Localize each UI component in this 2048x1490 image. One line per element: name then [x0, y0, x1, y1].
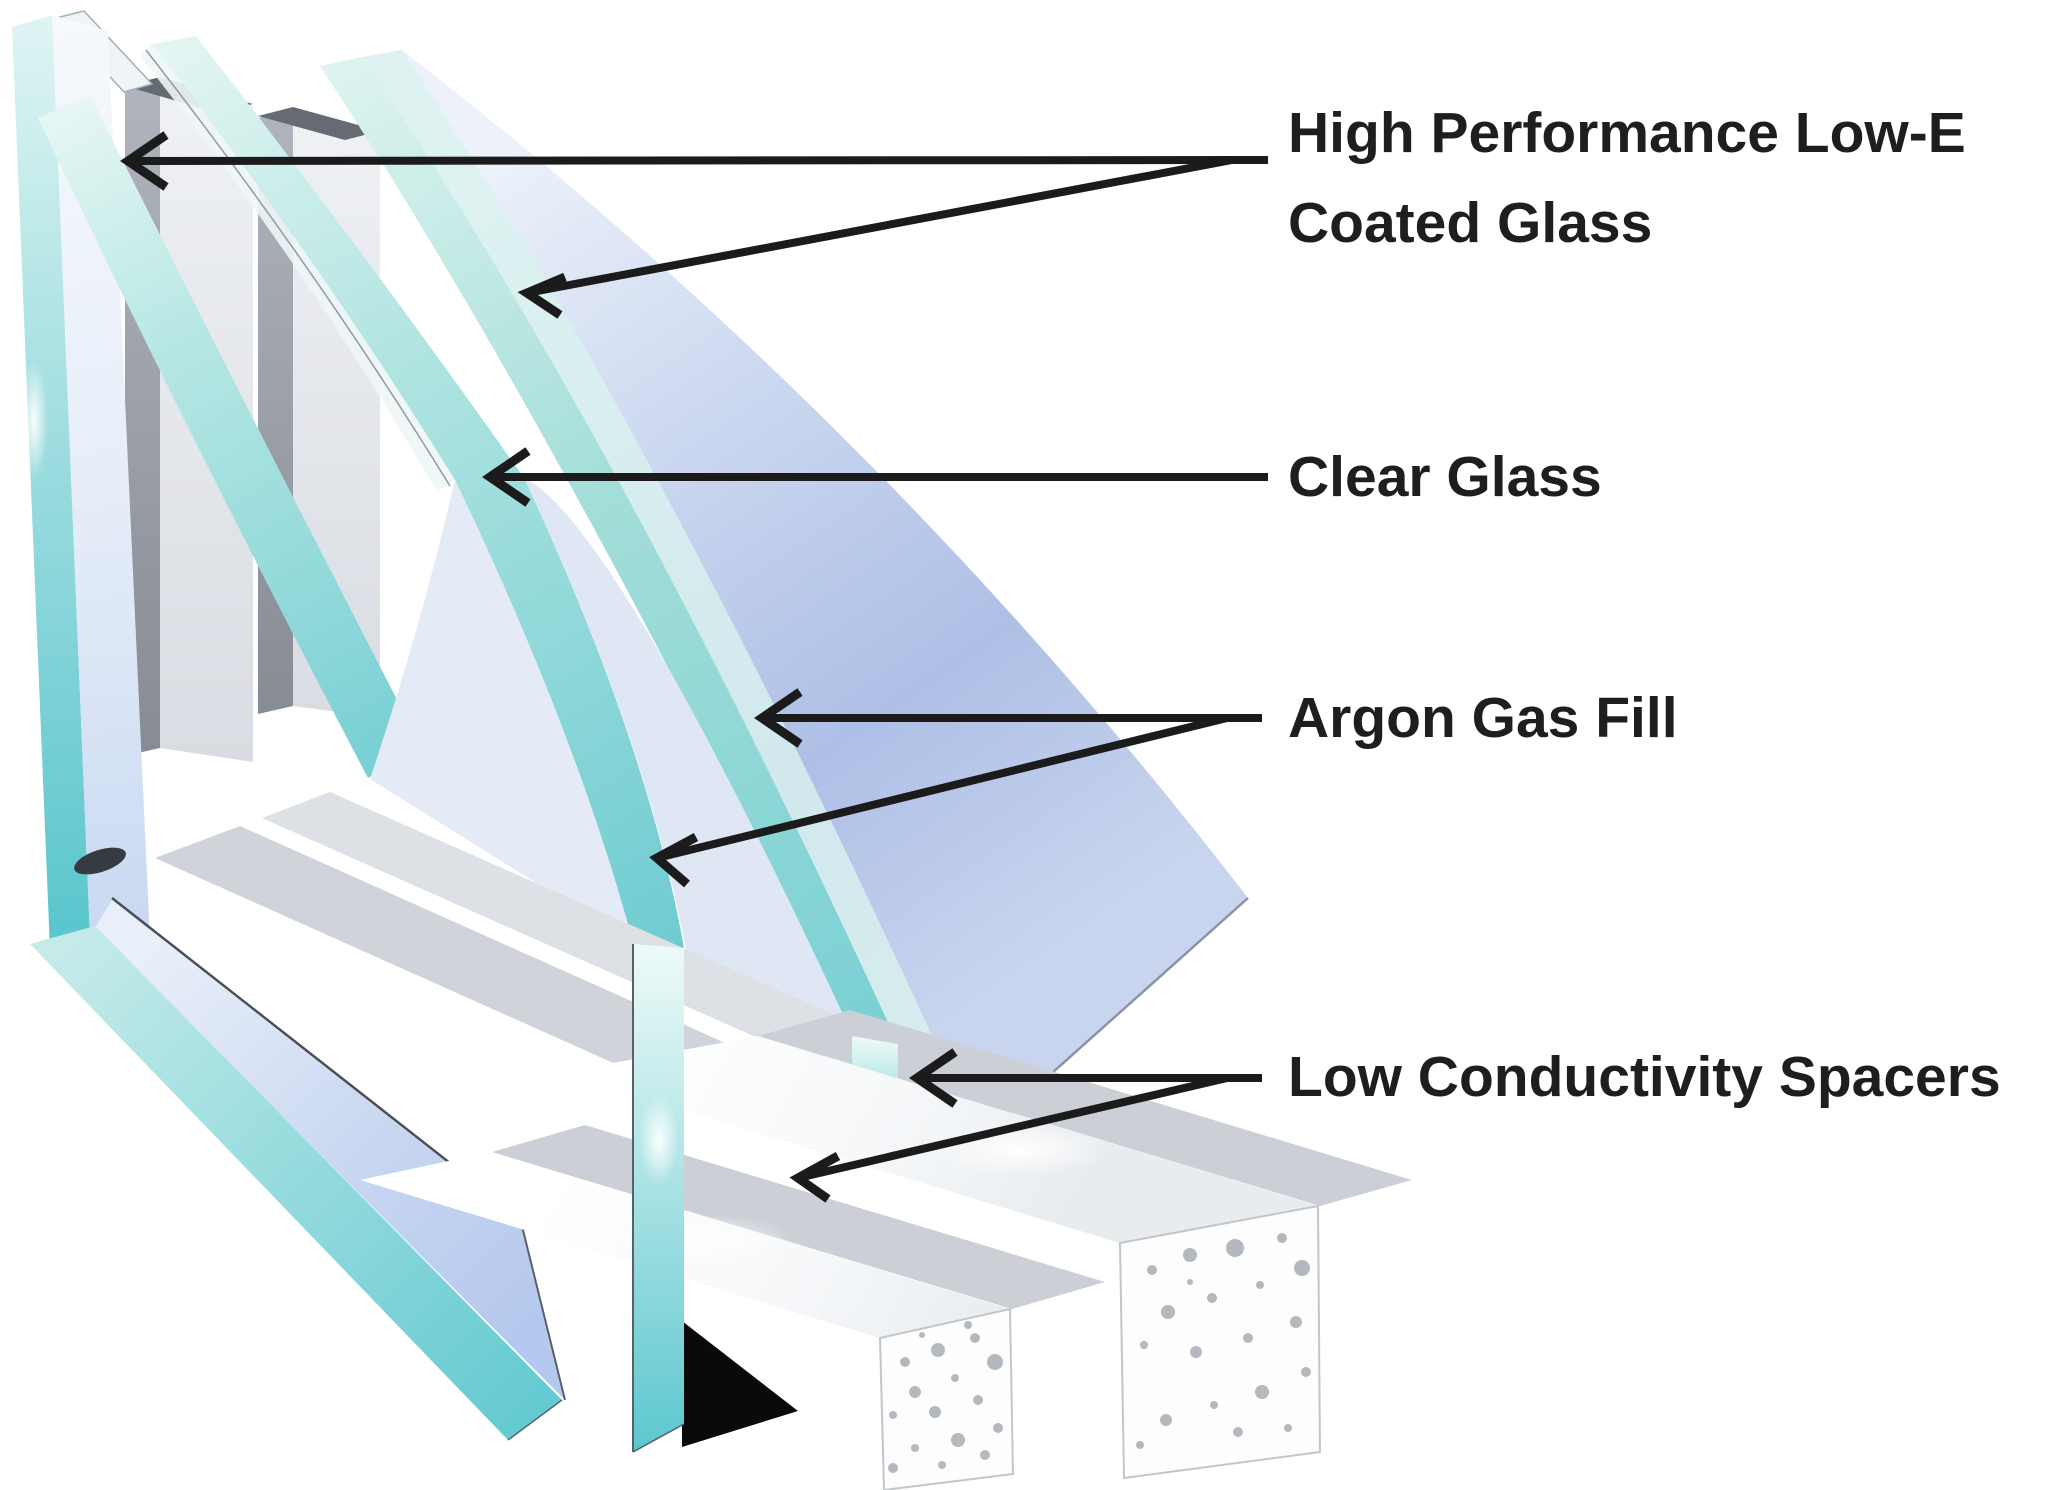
spacer-bar-front — [360, 1152, 1015, 1490]
corner-sealant-dot — [74, 847, 126, 875]
label-clear-glass: Clear Glass — [1288, 445, 1602, 509]
spacer-front-end-face — [878, 1307, 1015, 1490]
labels: High Performance Low-E Coated Glass Clea… — [1288, 101, 2001, 1109]
label-argon: Argon Gas Fill — [1288, 686, 1678, 750]
inner-pane-face — [362, 50, 1248, 1182]
spacer-rear-speckles — [1136, 1233, 1311, 1449]
label-spacers: Low Conductivity Spacers — [1288, 1045, 2001, 1109]
leader-argon — [649, 688, 1262, 888]
spacer-rear-end-face — [1118, 1204, 1322, 1480]
corner-shadow-triangle — [682, 1321, 798, 1447]
leader-low-e — [120, 131, 1268, 319]
argon-gap-between — [524, 478, 854, 1038]
outer-pane-front-edge — [12, 10, 154, 950]
argon-gap-lower — [370, 480, 634, 944]
label-low-e-line1: High Performance Low-E — [1288, 101, 1966, 165]
outer-pane-edge-band — [38, 95, 420, 778]
spacer-front-speckles — [888, 1321, 1003, 1473]
middle-pane-corner-strip — [632, 944, 685, 1453]
leader-lines — [120, 131, 1268, 1203]
middle-pane-edge-band — [140, 36, 684, 948]
leader-clear-glass — [482, 447, 1268, 507]
inner-pane-edge-band — [320, 57, 898, 1044]
spacer-bar-rear — [560, 1036, 1322, 1480]
label-low-e-line2: Coated Glass — [1288, 191, 1652, 255]
leader-spacers — [789, 1048, 1262, 1203]
